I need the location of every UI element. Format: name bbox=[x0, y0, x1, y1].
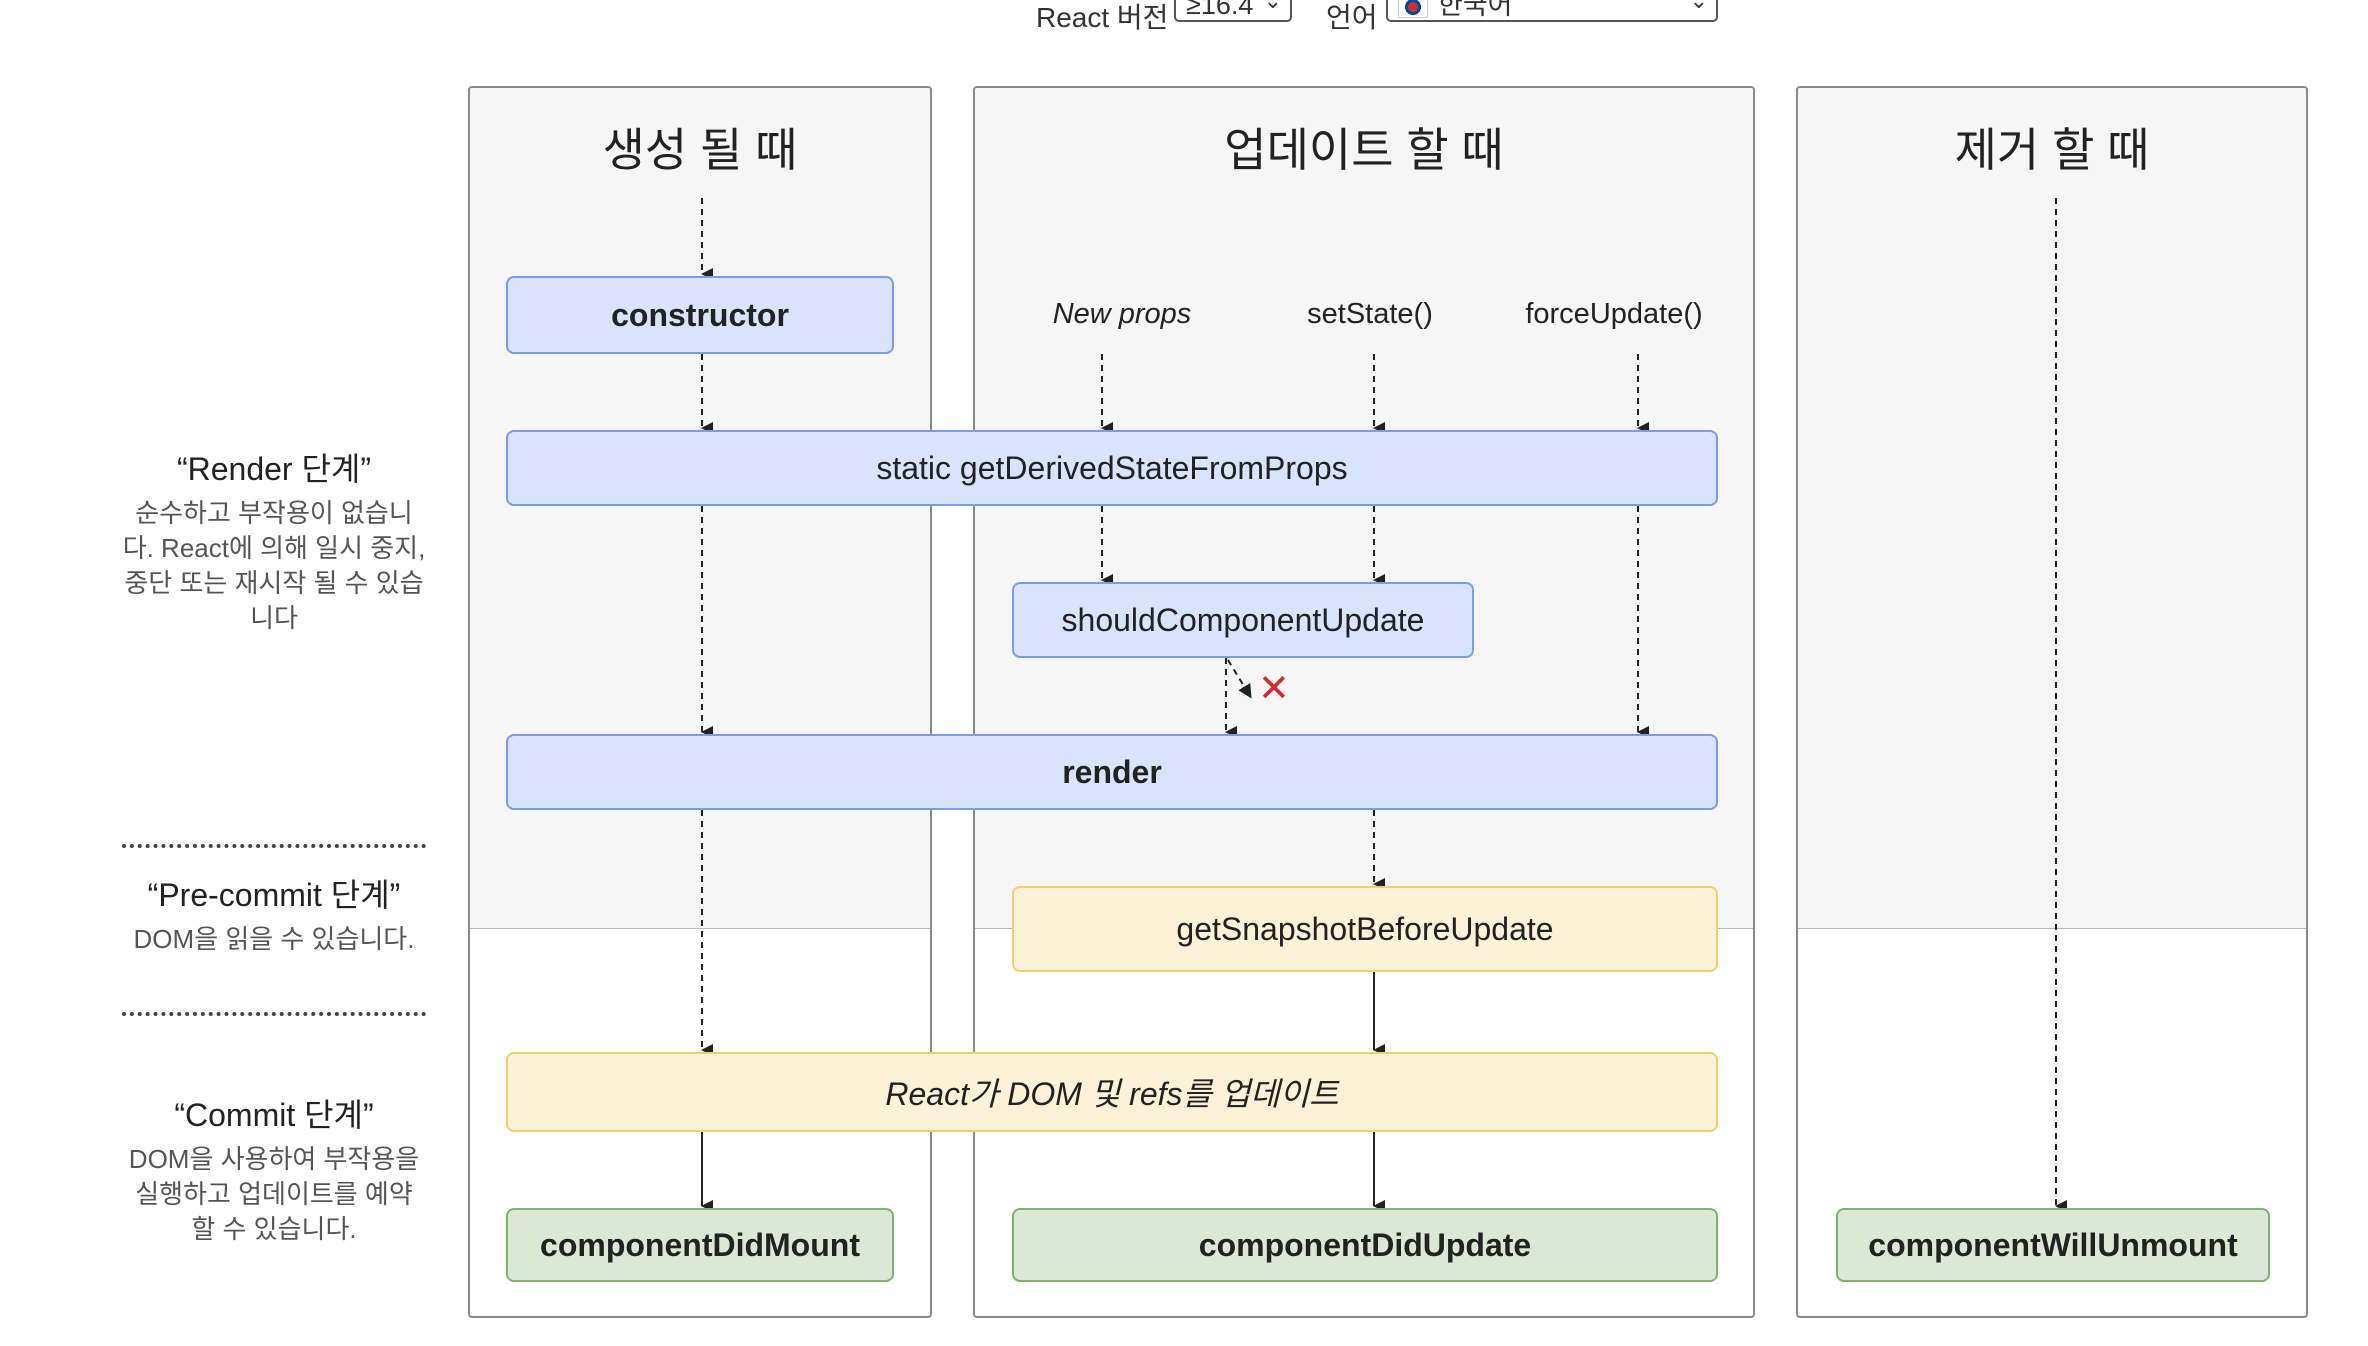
chevron-down-icon: ⌄ bbox=[1689, 0, 1708, 13]
phase-render: “Render 단계” 순수하고 부작용이 없습니다. React에 의해 일시… bbox=[122, 444, 426, 636]
phase-precommit-title: “Pre-commit 단계” bbox=[147, 877, 401, 913]
version-value: ≥16.4 bbox=[1186, 0, 1254, 20]
phase-render-desc: 순수하고 부작용이 없습니다. React에 의해 일시 중지, 중단 또는 재… bbox=[122, 498, 426, 633]
trigger-new-props: New props bbox=[1052, 298, 1192, 330]
component-did-update-box: componentDidUpdate bbox=[1012, 1208, 1718, 1282]
close-icon: ✕ bbox=[1258, 668, 1290, 710]
phase-divider bbox=[122, 844, 426, 848]
update-column-title: 업데이트 할 때 bbox=[1224, 124, 1504, 176]
language-select[interactable]: 한국어 ⌄ bbox=[1386, 0, 1718, 22]
phase-divider bbox=[122, 1012, 426, 1016]
render-phase-area bbox=[1798, 88, 2306, 929]
version-label: React 버전 bbox=[1036, 2, 1169, 33]
constructor-box: constructor bbox=[506, 276, 894, 354]
chevron-down-icon: ⌄ bbox=[1263, 0, 1282, 13]
unmount-column: 제거 할 때 bbox=[1796, 86, 2308, 1318]
component-did-mount-box: componentDidMount bbox=[506, 1208, 894, 1282]
korea-flag-icon bbox=[1398, 0, 1428, 18]
mount-column-title: 생성 될 때 bbox=[602, 124, 798, 176]
phase-commit: “Commit 단계” DOM을 사용하여 부작용을 실행하고 업데이트를 예약… bbox=[122, 1090, 426, 1247]
unmount-column-title: 제거 할 때 bbox=[1954, 124, 2150, 176]
render-box: render bbox=[506, 734, 1718, 810]
phase-precommit-desc: DOM을 읽을 수 있습니다. bbox=[133, 924, 415, 954]
phase-commit-desc: DOM을 사용하여 부작용을 실행하고 업데이트를 예약 할 수 있습니다. bbox=[128, 1144, 420, 1244]
trigger-force-update: forceUpdate() bbox=[1525, 298, 1703, 330]
language-value: 한국어 bbox=[1438, 0, 1513, 20]
get-snapshot-box: getSnapshotBeforeUpdate bbox=[1012, 886, 1718, 972]
should-component-update-box: shouldComponentUpdate bbox=[1012, 582, 1474, 658]
dom-update-box: React가 DOM 및 refs를 업데이트 bbox=[506, 1052, 1718, 1132]
phase-commit-title: “Commit 단계” bbox=[174, 1097, 374, 1133]
phase-precommit: “Pre-commit 단계” DOM을 읽을 수 있습니다. bbox=[122, 870, 426, 957]
phase-render-title: “Render 단계” bbox=[176, 451, 372, 487]
get-derived-state-box: static getDerivedStateFromProps bbox=[506, 430, 1718, 506]
version-select[interactable]: ≥16.4 ⌄ bbox=[1174, 0, 1292, 22]
component-will-unmount-box: componentWillUnmount bbox=[1836, 1208, 2270, 1282]
trigger-set-state: setState() bbox=[1307, 298, 1433, 330]
arrow bbox=[1227, 659, 1252, 699]
language-label: 언어 bbox=[1326, 2, 1378, 33]
